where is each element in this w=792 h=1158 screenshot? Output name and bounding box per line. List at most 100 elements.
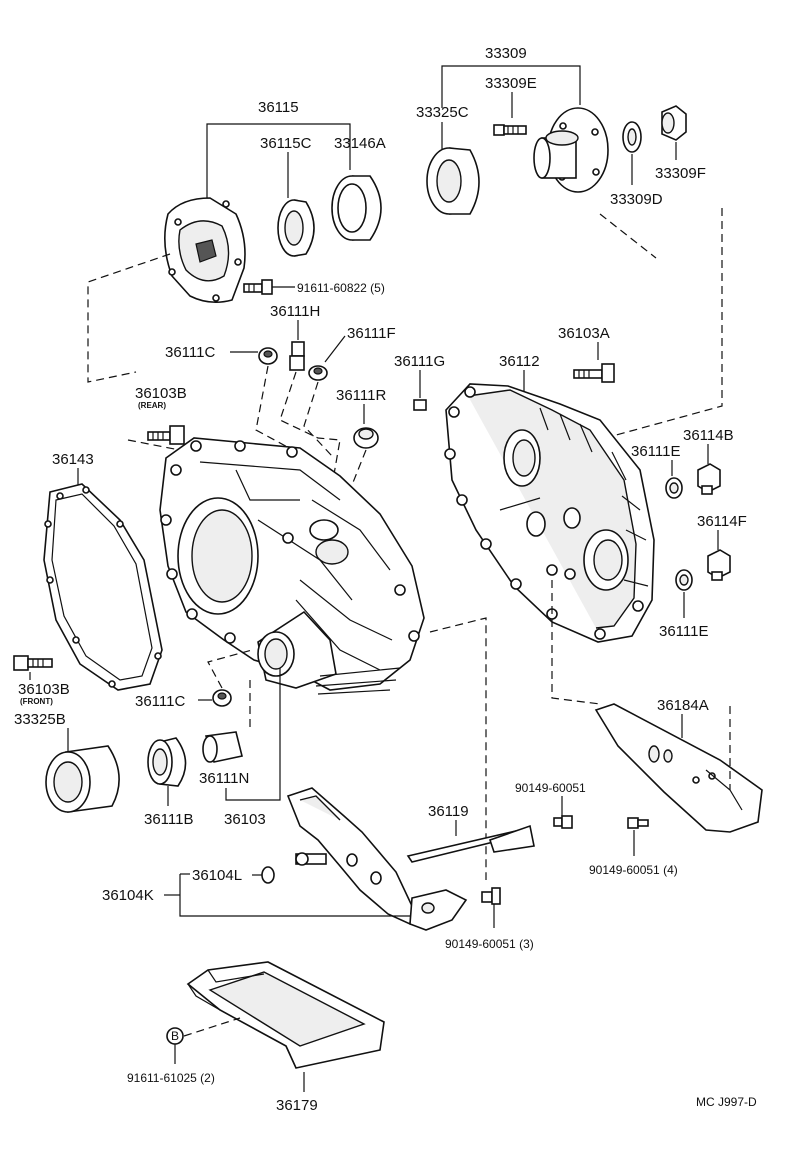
plug-36114B <box>697 463 721 495</box>
side-parts-right: 36114B 36111E 36114F 36111E <box>631 427 747 640</box>
label-36111B: 36111B <box>144 811 194 828</box>
bolt-91611-61025-group: B 91611-61025 (2) <box>127 1017 241 1085</box>
label-36103B-rear: 36103B <box>135 385 187 402</box>
label-36115C: 36115C <box>260 135 312 152</box>
oring-36104L: 36104L <box>192 866 275 884</box>
nut-33309F <box>661 105 687 141</box>
leader-36111F <box>324 335 346 363</box>
dashed-guide-oil-guide <box>429 617 487 880</box>
label-33309: 33309 <box>485 45 527 62</box>
dashed-guide-cover <box>551 580 601 705</box>
label-33309D: 33309D <box>610 191 663 208</box>
pin-36111G <box>413 399 427 411</box>
bolt-36103B-rear <box>147 425 185 445</box>
label-91611-61025: 91611-61025 (2) <box>127 1071 215 1085</box>
screw-90149-60051-group: 90149-60051 <box>515 781 586 829</box>
screw-90149-60051-3 <box>481 887 501 905</box>
part-group-33309: 33309 33309E 33325C <box>416 45 706 215</box>
dashed-guide-flange-top <box>599 213 657 259</box>
label-36112: 36112 <box>499 353 540 370</box>
label-90149-60051: 90149-60051 <box>515 781 586 795</box>
label-36114B: 36114B <box>683 427 734 444</box>
screw-90149-60051-3-group: 90149-60051 (3) <box>445 887 534 951</box>
label-36111H: 36111H <box>270 303 320 320</box>
plug-36111C-top <box>258 347 278 365</box>
dashed-guide-36111C-bottom <box>207 649 253 689</box>
dashed-guide-91611-61025 <box>183 1017 241 1037</box>
plug-36111C-bottom <box>212 689 232 707</box>
dashed-guide-36111F <box>303 381 333 457</box>
label-36184A: 36184A <box>657 697 709 714</box>
plug-36111C-bottom-group: 36111C <box>135 649 253 710</box>
cover-36184A: 36184A <box>594 697 763 833</box>
oil-pan-36179: 36179 <box>186 961 385 1114</box>
label-circle-b: B <box>171 1029 179 1043</box>
part-group-36115: 36115 36115C 33146A <box>164 99 386 304</box>
bushing-36111N: 36111N 36103 <box>199 668 281 828</box>
transfer-case-36103 <box>159 437 425 695</box>
bolt-36103B-front-group: 36103B (FRONT) <box>13 655 70 706</box>
label-33309F: 33309F <box>655 165 706 182</box>
label-group-36104K: 36104K <box>102 873 410 917</box>
sleeve-33325B: 33325B <box>14 711 120 813</box>
label-36111R: 36111R <box>336 387 386 404</box>
leader-36103 <box>225 668 281 801</box>
screw-90149-60051-4-group: 90149-60051 (4) <box>589 817 678 877</box>
label-36111E-top: 36111E <box>631 443 681 460</box>
seal-33325C <box>426 147 480 215</box>
plug-36111H <box>289 341 305 371</box>
label-36143: 36143 <box>52 451 94 468</box>
bearing-36111B: 36111B <box>144 737 194 828</box>
label-rear: (REAR) <box>138 401 166 410</box>
dashed-guide-retainer <box>87 253 171 383</box>
case-36112: 36112 <box>444 353 655 643</box>
label-90149-60051-3: 90149-60051 (3) <box>445 937 534 951</box>
washer-33309D <box>622 121 642 153</box>
retainer-36115 <box>164 197 246 304</box>
bolt-36103B-rear-group: 36103B (REAR) <box>127 385 191 453</box>
label-36111E-bottom: 36111E <box>659 623 709 640</box>
screw-90149-60051 <box>553 815 573 829</box>
label-33146A: 33146A <box>334 135 386 152</box>
part-36111R <box>353 427 379 449</box>
label-36104L: 36104L <box>192 867 242 884</box>
bolt-36103B-front <box>13 655 53 671</box>
dashed-guide-flange <box>597 208 723 441</box>
leader-33309 <box>441 65 581 108</box>
label-90149-60051-4: 90149-60051 (4) <box>589 863 678 877</box>
washer-36111E-bottom <box>675 569 693 591</box>
label-36114F: 36114F <box>697 513 747 530</box>
oil-pump-36104K <box>286 787 468 931</box>
label-36111N: 36111N <box>199 770 249 787</box>
label-36179: 36179 <box>276 1097 318 1114</box>
bolt-36103A-group: 36103A <box>558 325 615 383</box>
label-33325C: 33325C <box>416 104 469 121</box>
label-91611-60822: 91611-60822 (5) <box>297 281 385 295</box>
plug-36114F <box>707 549 731 581</box>
label-36115: 36115 <box>258 99 299 116</box>
bolt-91611-60822 <box>243 279 273 295</box>
bolt-33309E <box>493 124 527 136</box>
label-36103A: 36103A <box>558 325 610 342</box>
label-33325B: 33325B <box>14 711 66 728</box>
ring-33146A <box>331 175 382 241</box>
label-36103: 36103 <box>224 811 266 828</box>
oil-guide-36119: 36119 <box>406 803 535 863</box>
label-36111G: 36111G <box>394 353 445 370</box>
label-36104K: 36104K <box>102 887 154 904</box>
flange-33309 <box>533 107 609 193</box>
label-36111C-top: 36111C <box>165 344 215 361</box>
screw-90149-60051-4 <box>627 817 649 829</box>
label-36119: 36119 <box>428 803 469 820</box>
diagram-code: MC J997-D <box>696 1095 757 1109</box>
gasket-36143: 36143 <box>43 451 163 691</box>
label-36111F: 36111F <box>347 325 396 342</box>
washer-36111E-top <box>665 477 683 499</box>
plug-group: 36111H 36111F 36111C 36111G 36111R <box>165 303 445 521</box>
seal-36115C <box>277 199 315 257</box>
label-36111C-bottom: 36111C <box>135 693 185 710</box>
plug-36111F <box>308 365 328 381</box>
bolt-36103A <box>573 363 615 383</box>
leader-36115 <box>206 123 351 198</box>
